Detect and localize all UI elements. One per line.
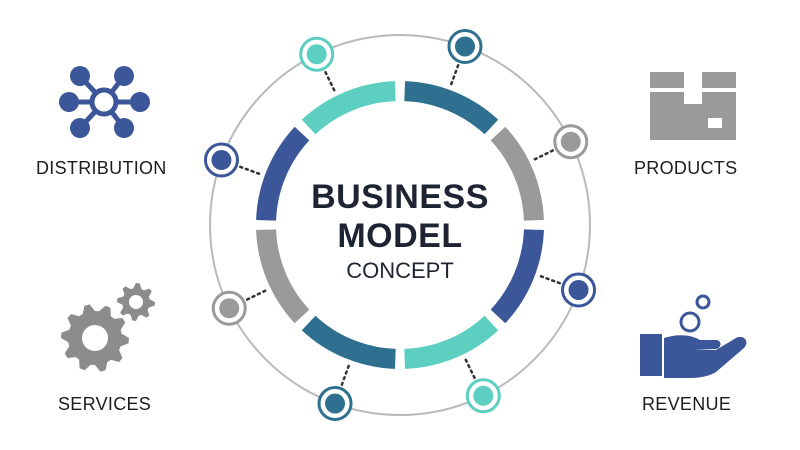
ring-node-inner — [568, 279, 589, 300]
connector-lines — [237, 62, 563, 388]
ring-node-3 — [561, 272, 597, 308]
center-subtitle: CONCEPT — [346, 258, 454, 283]
ring-node-6 — [211, 290, 247, 326]
hand-with-coins-icon — [640, 294, 747, 378]
ring-segment-5 — [301, 315, 396, 369]
ring-segment-7 — [256, 126, 310, 221]
ring-node-inner — [325, 393, 346, 414]
ring-node-5 — [317, 386, 353, 422]
ring-segments — [256, 81, 544, 369]
ring-node-inner — [560, 131, 581, 152]
label-services: SERVICES — [58, 394, 152, 414]
label-revenue: REVENUE — [642, 394, 732, 414]
connector-1 — [450, 62, 461, 86]
ring-segment-6 — [256, 229, 310, 324]
ring-node-inner — [473, 385, 494, 406]
ring-node-inner — [219, 298, 240, 319]
outer-ring-circle — [209, 34, 591, 416]
ring-node-8 — [299, 36, 335, 72]
ring-segment-4 — [404, 315, 499, 369]
large-gear-hole — [82, 325, 108, 351]
connector-8 — [323, 69, 336, 92]
label-products: PRODUCTS — [634, 158, 738, 178]
connector-4 — [464, 358, 477, 381]
box-icon — [650, 72, 736, 140]
ring-segment-8 — [301, 81, 396, 135]
network-hub-icon — [59, 66, 150, 138]
connector-7 — [237, 164, 261, 175]
ring-segment-2 — [490, 126, 544, 221]
ring-node-inner — [306, 44, 327, 65]
small-gear-hole — [129, 295, 143, 309]
ring-node-1 — [447, 28, 483, 64]
connector-6 — [244, 289, 267, 302]
center-title-line1: BUSINESS — [311, 178, 489, 216]
connector-5 — [339, 364, 350, 388]
ring-segment-1 — [404, 81, 499, 135]
ring-node-inner — [211, 150, 232, 171]
ring-segment-3 — [490, 229, 544, 324]
ring-node-7 — [203, 142, 239, 178]
ring-nodes — [203, 28, 597, 422]
small-gear — [117, 283, 155, 321]
large-gear — [61, 304, 129, 372]
gears-icon — [61, 283, 155, 372]
outer-ring — [209, 34, 591, 416]
label-distribution: DISTRIBUTION — [36, 158, 167, 178]
connector-3 — [539, 275, 563, 286]
ring-node-4 — [465, 378, 501, 414]
center-title-line2: MODEL — [337, 217, 463, 255]
ring-node-inner — [454, 36, 475, 57]
connector-2 — [533, 148, 556, 161]
ring-node-2 — [553, 124, 589, 160]
